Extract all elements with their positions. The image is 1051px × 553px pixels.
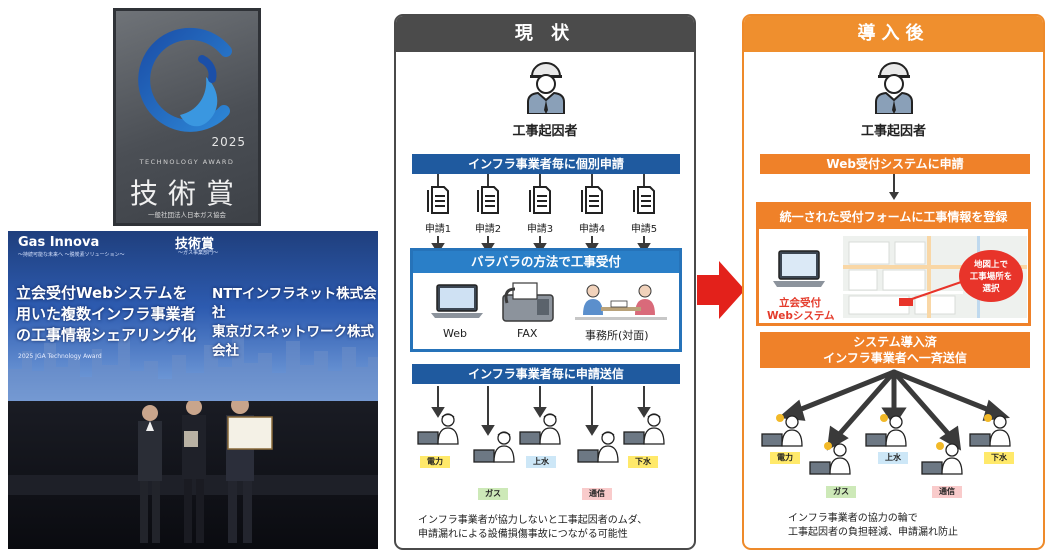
document-icon (529, 186, 551, 214)
worker-icon (875, 62, 913, 114)
seated-worker-icons (761, 415, 1011, 475)
award-badge: 2025 TECHNOLOGY AWARD 技術賞 一般社団法人日本ガス協会 (113, 8, 261, 226)
after-implementation-note: インフラ事業者の協力の輪で 工事起因者の負担軽減、申請漏れ防止 (788, 513, 958, 538)
web-application-bar: Web受付システムに申請 (760, 154, 1030, 174)
tag-water: 上水 (878, 452, 908, 464)
tag-telecom: 通信 (932, 486, 962, 498)
screen-award-subtitle: 〜ガス事業部門〜 (178, 250, 219, 256)
tag-telecom: 通信 (582, 488, 612, 500)
office-meeting-icon (575, 284, 667, 320)
broadcast-send-bar: システム導入済 インフラ事業者へ一斉送信 (760, 332, 1030, 368)
award-ceremony-photo: Gas Innova 〜持続可能な未来へ 〜脱炭素ソリューション〜 技術賞 〜ガ… (8, 231, 378, 549)
lightbulb-icons (776, 414, 992, 450)
presentation-screen: Gas Innova 〜持続可能な未来へ 〜脱炭素ソリューション〜 技術賞 〜ガ… (8, 231, 378, 401)
seated-worker-icons (417, 413, 665, 463)
presenters-icon (8, 401, 378, 543)
map-area: 地図上で 工事場所を 選択 (843, 236, 1027, 318)
document-icon (427, 186, 449, 214)
down-arrow-icon (889, 174, 899, 200)
document-icon (477, 186, 499, 214)
map-icon (843, 236, 1027, 318)
screen-footer: 2025 JGA Technology Award (18, 353, 102, 360)
construction-originator-label: 工事起因者 (860, 124, 926, 139)
web-system-label: 立会受付 Webシステム (767, 297, 835, 322)
screen-award-title: 技術賞 (175, 237, 215, 252)
application-document-5: 申請5 (620, 186, 668, 235)
various-methods-box: バラバラの方法で工事受付 Web FAX (410, 248, 682, 352)
badge-subtitle: TECHNOLOGY AWARD (139, 158, 235, 166)
unified-form-title: 統一された受付フォームに工事情報を登録 (759, 205, 1028, 229)
document-icon (633, 186, 655, 214)
screen-companies: NTTインフラネット株式会社 東京ガスネットワーク株式会社 (212, 286, 377, 359)
method-office-label: 事務所(対面) (585, 329, 649, 342)
various-methods-title: バラバラの方法で工事受付 (413, 251, 679, 273)
application-document-2: 申請2 (464, 186, 512, 235)
stage (8, 401, 378, 549)
gas-flame-logo-icon (138, 27, 232, 132)
tag-gas: ガス (826, 486, 856, 498)
tag-sewer: 下水 (984, 452, 1014, 464)
tag-sewer: 下水 (628, 456, 658, 468)
current-state-heading: 現 状 (396, 16, 694, 52)
unified-form-box: 統一された受付フォームに工事情報を登録 立会受付 Webシステム (756, 202, 1031, 326)
gas-innova-logo: Gas Innova (18, 235, 100, 250)
after-implementation-panel: 導入後 工事起因者 Web受付システムに申請 統一された受付フォームに工事情報を… (742, 14, 1045, 550)
broadcast-arrows (761, 369, 1011, 475)
screen-main-title: 立会受付Webシステムを 用いた複数インフラ事業者 の工事情報シェアリング化 (16, 284, 197, 344)
badge-year: 2025 (211, 135, 246, 149)
tag-gas: ガス (478, 488, 508, 500)
construction-originator-label: 工事起因者 (512, 124, 578, 139)
map-select-callout: 地図上で 工事場所を 選択 (959, 250, 1023, 302)
tag-electric: 電力 (770, 452, 800, 464)
document-icon (581, 186, 603, 214)
tag-electric: 電力 (420, 456, 450, 468)
badge-title: 技術賞 (129, 177, 244, 210)
method-web-label: Web (443, 327, 467, 340)
application-document-3: 申請3 (516, 186, 564, 235)
badge-organization: 一般社団法人日本ガス協会 (148, 211, 226, 219)
individual-application-bar: インフラ事業者毎に個別申請 (412, 154, 680, 174)
transition-arrow-icon (697, 261, 745, 319)
utility-workers (417, 386, 665, 463)
worker-icon (527, 62, 565, 114)
send-application-bar: インフラ事業者毎に申請送信 (412, 364, 680, 384)
method-fax-label: FAX (517, 327, 538, 340)
application-documents: 申請1 申請2 申請3 申請4 申請5 (418, 186, 680, 258)
tag-water: 上水 (526, 456, 556, 468)
laptop-icon (431, 284, 483, 318)
application-document-4: 申請4 (568, 186, 616, 235)
laptop-icon (773, 250, 825, 287)
application-document-1: 申請1 (414, 186, 462, 235)
gas-innova-tagline: 〜持続可能な未来へ 〜脱炭素ソリューション〜 (18, 252, 125, 258)
fax-machine-icon (502, 282, 554, 322)
after-implementation-heading: 導入後 (744, 16, 1043, 52)
current-state-panel: 現 状 工事起因者 インフラ事業者毎に個別申請 申請1 申請2 (394, 14, 696, 550)
current-state-note: インフラ事業者が協力しないと工事起因者のムダ、 申請漏れによる設備損傷事故につな… (418, 515, 648, 540)
city-skyline-icon (8, 335, 378, 401)
